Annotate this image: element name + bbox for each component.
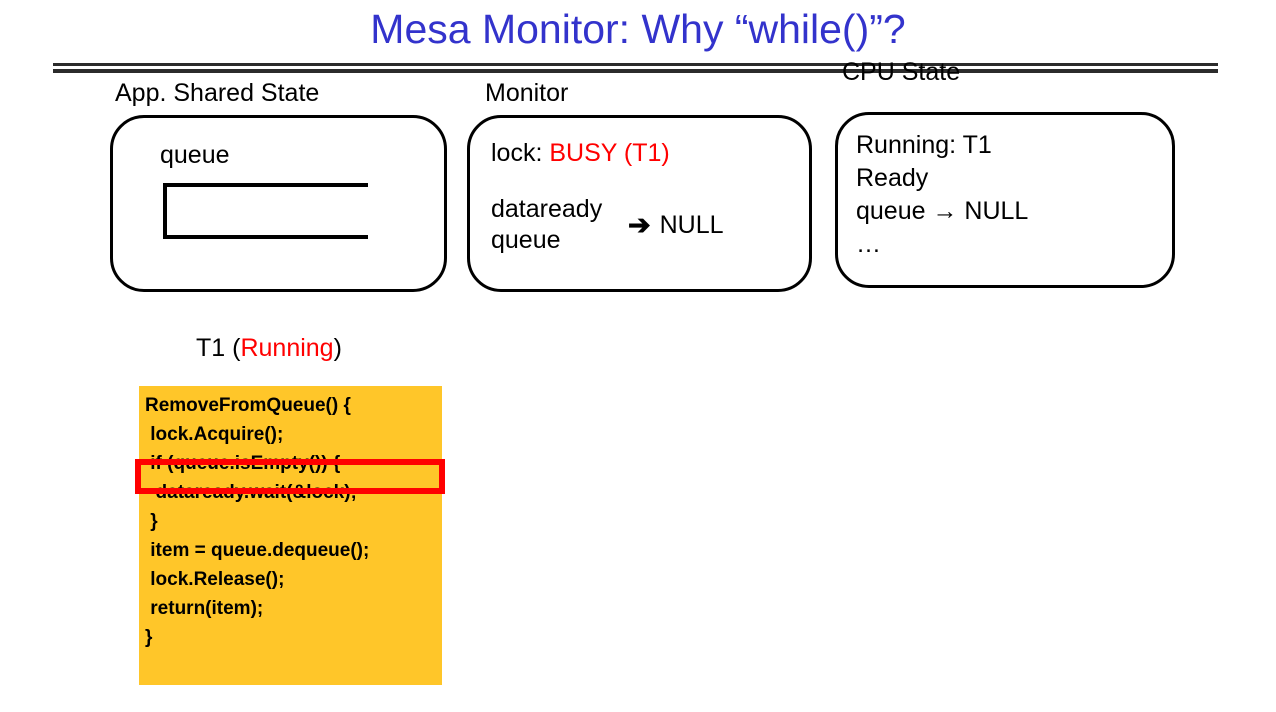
page-title: Mesa Monitor: Why “while()”? — [370, 6, 906, 52]
column-label-app-shared-state: App. Shared State — [115, 79, 320, 107]
cpu-state-lines: Running: T1 Ready queue → NULL … — [856, 131, 1029, 258]
app-shared-state-box: queue — [110, 115, 447, 292]
monitor-state-box: lock: BUSY (T1) dataready queue ➔ NULL — [467, 115, 812, 292]
code-block: RemoveFromQueue() { lock.Acquire(); if (… — [139, 386, 442, 685]
cpu-state-box: Running: T1 Ready queue → NULL … — [835, 112, 1175, 288]
thread-name-suffix: ) — [333, 334, 342, 362]
thread-name: T1 ( — [196, 334, 241, 362]
monitor-lock-value: BUSY (T1) — [549, 139, 670, 167]
thread-status: Running — [240, 334, 334, 362]
queue-open-rectangle-icon — [163, 183, 368, 239]
column-label-monitor: Monitor — [485, 79, 569, 107]
monitor-lock-row: lock: BUSY (T1) — [491, 138, 670, 168]
monitor-dataready-queue-label: dataready queue — [491, 195, 603, 254]
monitor-dataready-target: NULL — [659, 211, 724, 239]
queue-label: queue — [160, 141, 230, 169]
header-rule-top — [53, 63, 1218, 66]
code-text: RemoveFromQueue() { lock.Acquire(); if (… — [145, 395, 370, 648]
column-label-cpu-state: CPU State — [842, 58, 961, 86]
arrow-right-icon: ➔ — [628, 209, 651, 240]
monitor-dataready-target-row: ➔ NULL — [628, 210, 724, 240]
header-rule-bottom — [53, 69, 1218, 73]
monitor-lock-prefix: lock: — [491, 139, 550, 167]
thread-caption: T1 (Running) — [196, 333, 342, 363]
code-highlight-box — [135, 459, 445, 494]
